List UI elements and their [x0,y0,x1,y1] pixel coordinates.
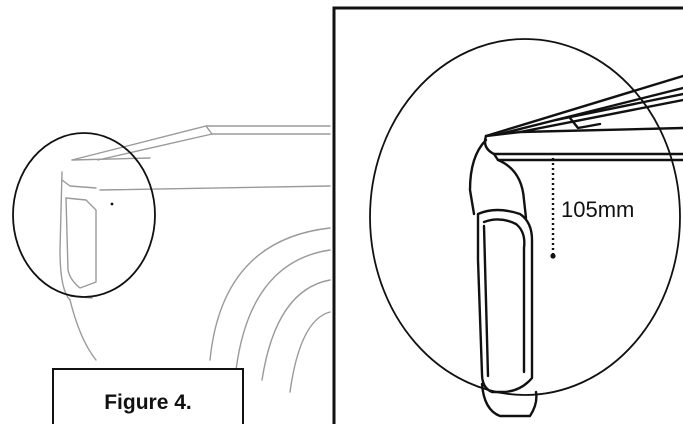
rail-cover-edge [518,98,683,134]
figure-caption: Figure 4. [104,391,192,414]
bed-side-body [99,185,331,191]
rail-cover-outer [484,74,683,138]
taillight-outline [65,197,97,289]
post-inner [496,158,528,220]
wheel-arch-inner2 [289,311,331,393]
taillight-inner [482,218,526,374]
measurement-point [550,253,556,259]
wheel-arch-inner [261,279,331,381]
detail-frame [332,6,683,424]
measurement-label: 105mm [561,197,635,222]
rear-post [59,171,71,301]
detail-highlight-circle [369,38,681,396]
rail-clip [568,116,602,130]
post-outer [468,138,488,216]
figure-caption-box: Figure 4. [52,368,244,424]
rail-cover-lip [554,92,683,122]
bed-rail-step [205,125,213,135]
rail-cover-inner [498,86,683,136]
bed-side-top [71,157,151,161]
bed-top-back [484,126,683,138]
overview-highlight-circle [12,132,156,298]
tailgate-edge [61,179,97,189]
taillight-ridge [482,224,490,378]
wheel-arch-mid [235,249,331,371]
bumper-lower [480,382,538,418]
bed-side-lower [69,299,97,361]
wheel-arch-outer [209,227,331,361]
taillight-lens [476,208,534,394]
